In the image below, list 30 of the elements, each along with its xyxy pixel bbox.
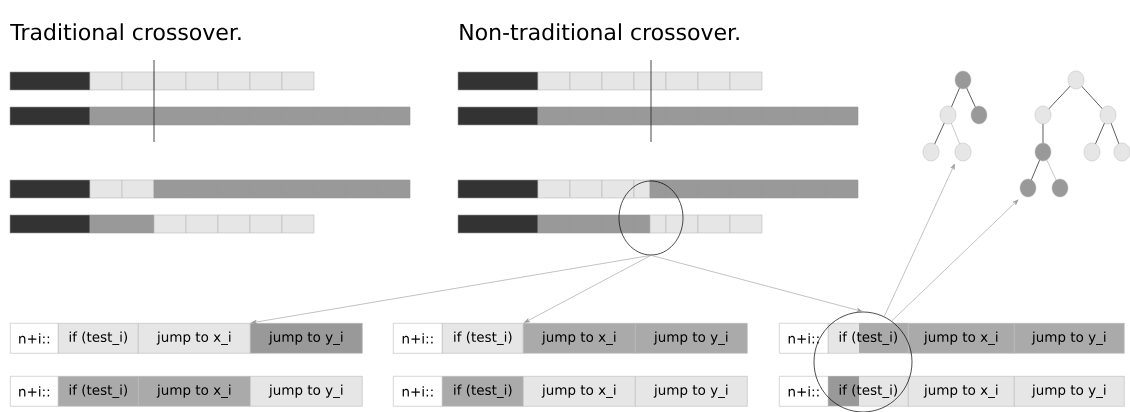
instruction-cell: jump to x_i [138, 376, 251, 407]
arrow [524, 255, 652, 323]
arrow [891, 199, 1019, 322]
instruction-cell: n+i:: [10, 323, 59, 354]
instruction-cell: jump to y_i [1014, 323, 1125, 354]
arrow [251, 255, 652, 325]
instruction-cell: n+i:: [779, 323, 829, 354]
instruction-cell: n+i:: [393, 376, 443, 407]
instruction-cell: jump to y_i [635, 323, 748, 354]
instruction-cell: n+i:: [10, 376, 59, 407]
tree-drawing [922, 70, 988, 162]
tree-drawing [1019, 70, 1130, 198]
instruction-cell: if (test_i) [442, 376, 524, 407]
instruction-cell: jump to y_i [250, 376, 363, 407]
instruction-cell: n+i:: [393, 323, 443, 354]
instruction-cell: jump to x_i [523, 323, 636, 354]
instruction-cell: if (test_i) [442, 323, 524, 354]
heading: Non-traditional crossover. [460, 23, 739, 41]
instruction-cell: jump to y_i [250, 323, 363, 354]
arrow [650, 255, 863, 313]
instruction-cell: jump to y_i [1014, 376, 1125, 407]
instruction-cell: if (test_i) [58, 376, 139, 407]
instruction-cell: jump to y_i [635, 376, 748, 407]
arrow [883, 163, 955, 317]
heading: Traditional crossover. [10, 23, 241, 41]
instruction-cell: jump to x_i [523, 376, 636, 407]
highlight-circle [618, 180, 684, 256]
instruction-cell: if (test_i) [58, 323, 139, 354]
instruction-cell: n+i:: [779, 376, 829, 407]
instruction-cell: jump to x_i [138, 323, 251, 354]
